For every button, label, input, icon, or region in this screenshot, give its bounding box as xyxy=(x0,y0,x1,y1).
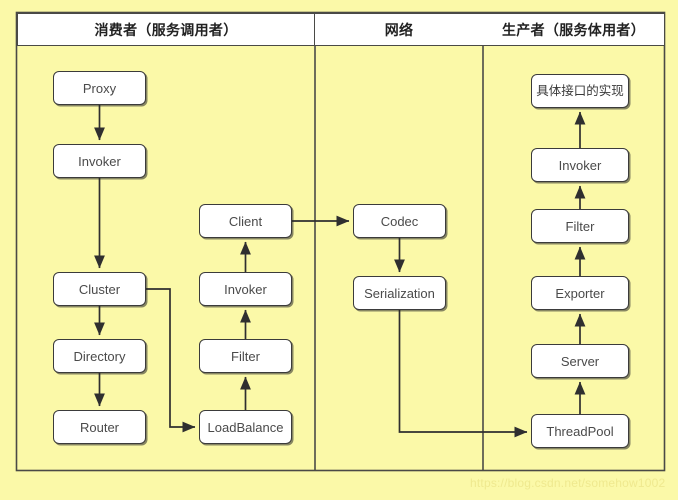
node-codec[interactable]: Codec xyxy=(353,204,446,238)
node-loadbalance[interactable]: LoadBalance xyxy=(199,410,292,444)
node-invoker_c2[interactable]: Invoker xyxy=(199,272,292,306)
node-impl[interactable]: 具体接口的实现 xyxy=(531,74,629,108)
node-directory[interactable]: Directory xyxy=(53,339,146,373)
column-header-producer: 生产者（服务体用者） xyxy=(483,13,665,46)
node-filter_c[interactable]: Filter xyxy=(199,339,292,373)
node-cluster[interactable]: Cluster xyxy=(53,272,146,306)
node-filter_p[interactable]: Filter xyxy=(531,209,629,243)
node-serialization[interactable]: Serialization xyxy=(353,276,446,310)
column-header-consumer: 消费者（服务调用者） xyxy=(17,13,315,46)
node-threadpool[interactable]: ThreadPool xyxy=(531,414,629,448)
watermark-text: https://blog.csdn.net/somehow1002 xyxy=(470,476,666,490)
node-client[interactable]: Client xyxy=(199,204,292,238)
node-proxy[interactable]: Proxy xyxy=(53,71,146,105)
node-invoker_c[interactable]: Invoker xyxy=(53,144,146,178)
column-header-network: 网络 xyxy=(315,13,483,46)
node-invoker_p[interactable]: Invoker xyxy=(531,148,629,182)
edge-serialization-threadpool xyxy=(398,310,528,438)
node-server[interactable]: Server xyxy=(531,344,629,378)
edge-cluster-loadbalance xyxy=(146,288,196,433)
node-router[interactable]: Router xyxy=(53,410,146,444)
node-exporter[interactable]: Exporter xyxy=(531,276,629,310)
diagram-outer-frame xyxy=(15,11,666,472)
